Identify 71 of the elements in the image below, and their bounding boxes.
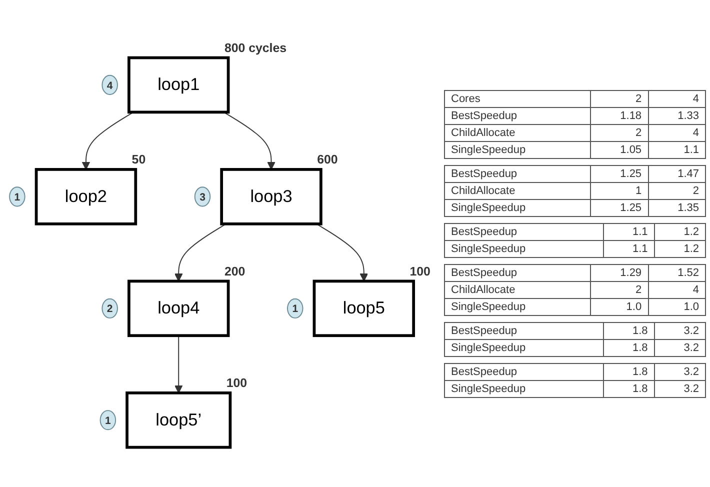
- metric-name-cell: SingleSpeedup: [444, 380, 604, 397]
- metric-name-cell: BestSpeedup: [444, 363, 604, 380]
- metric-name-cell: BestSpeedup: [444, 165, 591, 182]
- value-cell: 2: [590, 124, 648, 141]
- cycle-count-label: 800 cycles: [224, 40, 287, 55]
- value-cell: 1.25: [590, 199, 648, 216]
- arrow: [174, 334, 183, 393]
- number-badge: 4: [102, 74, 118, 95]
- arrow: [82, 111, 134, 170]
- cycle-count-label: 200: [224, 264, 246, 278]
- number-badge: 1: [287, 298, 304, 318]
- value-cell: 1.8: [603, 322, 654, 339]
- metric-name-cell: SingleSpeedup: [444, 240, 604, 257]
- value-cell: 1.33: [648, 107, 706, 124]
- value-cell: 1.25: [590, 165, 648, 182]
- value-cell: 1.29: [590, 264, 648, 281]
- metric-name-cell: BestSpeedup: [444, 223, 604, 240]
- value-cell: 2: [648, 182, 706, 199]
- number-badge: 1: [100, 410, 116, 430]
- cycle-count-label: 100: [226, 376, 248, 390]
- arrow: [174, 222, 227, 282]
- node-box: loop1: [128, 56, 230, 114]
- metric-name-cell: BestSpeedup: [444, 322, 604, 339]
- value-cell: 1.0: [648, 298, 706, 315]
- metric-name-cell: SingleSpeedup: [444, 199, 591, 216]
- node-box: loop5’: [126, 391, 232, 448]
- value-cell: 1.35: [648, 199, 706, 216]
- number-badge: 3: [194, 186, 211, 206]
- value-cell: 3.2: [654, 322, 706, 339]
- value-cell: 1.8: [603, 339, 654, 356]
- value-cell: 1.8: [603, 380, 654, 397]
- metric-name-cell: SingleSpeedup: [444, 339, 604, 356]
- node-box: loop4: [128, 279, 230, 337]
- cycle-count-label: 100: [410, 264, 430, 278]
- node-box: loop2: [34, 168, 138, 225]
- value-cell: 1.1: [603, 223, 654, 240]
- metric-name-cell: ChildAllocate: [444, 182, 591, 199]
- metric-name-cell: ChildAllocate: [444, 124, 591, 141]
- value-cell: 1.0: [590, 298, 648, 315]
- metric-name-cell: BestSpeedup: [444, 264, 591, 281]
- value-cell: 2: [590, 281, 648, 298]
- number-badge: 1: [9, 186, 26, 206]
- cycle-count-label: 600: [317, 152, 338, 166]
- value-cell: 1.2: [654, 223, 706, 240]
- value-cell: 1.8: [603, 363, 654, 380]
- arrow: [223, 111, 276, 170]
- value-cell: 1.2: [654, 240, 706, 257]
- value-cell: 4: [648, 124, 706, 141]
- value-cell: 1.05: [590, 141, 648, 158]
- node-box: loop3: [220, 168, 322, 225]
- value-cell: 1: [590, 182, 648, 199]
- value-cell: 4: [648, 281, 706, 298]
- arrow: [316, 222, 368, 282]
- metric-name-cell: SingleSpeedup: [444, 298, 591, 315]
- value-cell: 3.2: [654, 339, 706, 356]
- value-cell: 1.47: [648, 165, 706, 182]
- number-badge: 2: [102, 298, 118, 318]
- metric-name-cell: ChildAllocate: [444, 281, 591, 298]
- cycle-count-label: 50: [132, 152, 146, 166]
- value-cell: 1.18: [590, 107, 648, 124]
- value-cell: 3.2: [654, 380, 706, 397]
- value-cell: 1.1: [603, 240, 654, 257]
- metric-name-cell: BestSpeedup: [444, 107, 591, 124]
- value-cell: 1.1: [648, 141, 706, 158]
- value-cell: 2: [590, 90, 648, 107]
- node-box: loop5: [312, 279, 415, 337]
- value-cell: 3.2: [654, 363, 706, 380]
- value-cell: 1.52: [648, 264, 706, 281]
- metric-name-cell: Cores: [444, 90, 591, 107]
- value-cell: 4: [648, 90, 706, 107]
- metric-name-cell: SingleSpeedup: [444, 141, 591, 158]
